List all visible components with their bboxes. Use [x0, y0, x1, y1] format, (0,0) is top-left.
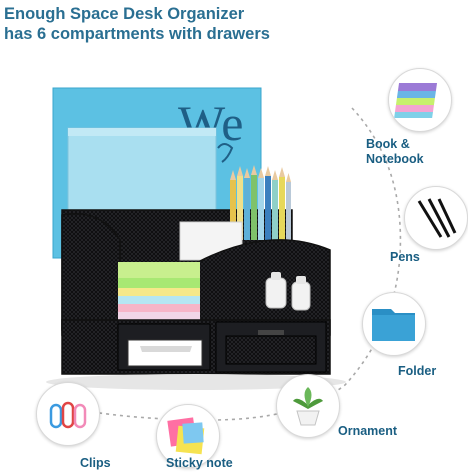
book-notebook-circle: [388, 68, 452, 132]
label-book-line-1: Book &: [366, 137, 410, 151]
notebook: [67, 127, 217, 221]
label-folder: Folder: [398, 364, 437, 378]
pens-icon: [417, 198, 457, 238]
label-book-notebook: Book & Notebook: [366, 137, 424, 167]
sticky-note-circle: [156, 404, 220, 468]
pens-circle: [404, 186, 468, 250]
label-pens: Pens: [390, 250, 420, 264]
clips-circle: [36, 382, 100, 446]
headline-line-1: Enough Space Desk Organizer: [4, 5, 245, 23]
book-stack-icon: [394, 83, 438, 118]
white-note-cube: [179, 221, 243, 261]
paper-clip-icon: [49, 401, 87, 429]
colored-pencils: [230, 165, 291, 240]
organizer-left-curve: [61, 213, 121, 331]
label-sticky-note: Sticky note: [166, 456, 233, 470]
label-clips: Clips: [80, 456, 111, 470]
headline: Enough Space Desk Organizer has 6 compar…: [4, 4, 270, 44]
label-book-line-2: Notebook: [366, 152, 424, 166]
headline-line-2: has 6 compartments with drawers: [4, 25, 270, 43]
sticky-note-stack: [118, 262, 200, 322]
ornament-circle: [276, 374, 340, 438]
folder-circle: [362, 292, 426, 356]
folder-icon: [372, 309, 415, 341]
potted-plant-icon: [293, 387, 323, 426]
dashed-connector: [79, 107, 402, 421]
organizer-right-curve: [197, 239, 331, 336]
sticky-note-icon: [167, 417, 205, 455]
glue-bottles: [265, 272, 311, 311]
label-ornament: Ornament: [338, 424, 398, 438]
